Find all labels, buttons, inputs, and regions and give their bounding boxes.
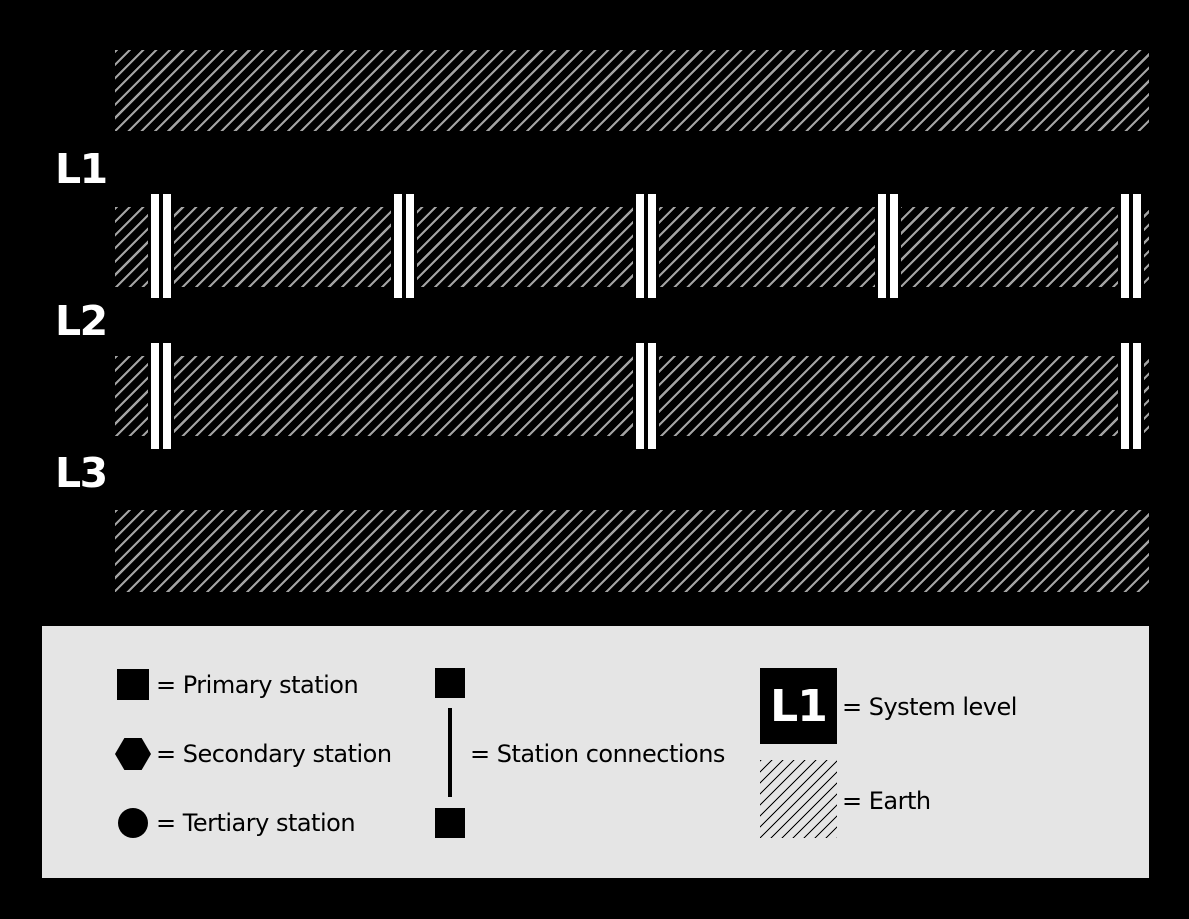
connection-bar [636, 194, 644, 298]
connection-line-icon [448, 708, 452, 797]
connection-bar [1133, 343, 1141, 449]
earth-swatch-icon [760, 760, 837, 838]
connection-bar [636, 343, 644, 449]
secondary-station-label: = Secondary station [156, 740, 392, 768]
station-connection [1118, 343, 1144, 449]
connection-bar [1121, 194, 1129, 298]
station-connection [633, 343, 659, 449]
earth-band-4 [115, 510, 1149, 592]
connection-bar [163, 194, 171, 298]
station-connection [148, 343, 174, 449]
level-label-l3: L3 [55, 449, 108, 497]
secondary-station-icon [115, 738, 151, 770]
level-label-l2: L2 [55, 297, 108, 345]
system-level-badge: L1 [760, 668, 837, 744]
connection-bar [406, 194, 414, 298]
earth-band-1 [115, 50, 1149, 131]
station-connection [875, 194, 901, 298]
connection-bar [878, 194, 886, 298]
primary-station-label: = Primary station [156, 671, 359, 699]
earth-band-3 [115, 356, 1149, 436]
primary-station-icon [117, 669, 149, 700]
station-connection [633, 194, 659, 298]
connection-bar [1121, 343, 1129, 449]
connection-bar [151, 343, 159, 449]
tertiary-station-icon [118, 808, 148, 838]
connection-bar [151, 194, 159, 298]
level-label-l1: L1 [55, 145, 108, 193]
station-connection [1118, 194, 1144, 298]
connection-bar [394, 194, 402, 298]
connection-bar [648, 343, 656, 449]
connection-bar [648, 194, 656, 298]
connection-bar [890, 194, 898, 298]
station-connections-label: = Station connections [470, 740, 725, 768]
earth-label: = Earth [842, 787, 931, 815]
system-level-label: = System level [842, 693, 1017, 721]
connection-top-square-icon [435, 668, 465, 698]
connection-bottom-square-icon [435, 808, 465, 838]
connection-bar [1133, 194, 1141, 298]
earth-band-2 [115, 207, 1149, 287]
legend: = Primary station = Secondary station = … [42, 626, 1149, 878]
tertiary-station-label: = Tertiary station [156, 809, 356, 837]
station-connection [391, 194, 417, 298]
station-connection [148, 194, 174, 298]
connection-bar [163, 343, 171, 449]
